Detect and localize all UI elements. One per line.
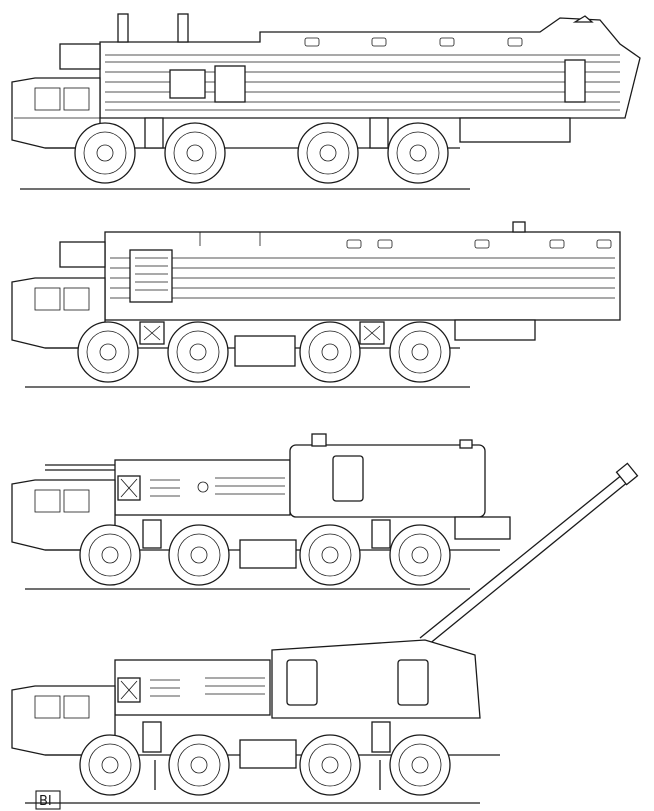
- wheel-4-2: [168, 734, 230, 796]
- wheel-3-1: [79, 524, 141, 586]
- wheel-4-4: [389, 734, 451, 796]
- wheel-3-3: [299, 524, 361, 586]
- vehicle-3: [11, 433, 511, 590]
- wheel-3-4: [389, 524, 451, 586]
- vehicle-2: [11, 221, 621, 388]
- wheel-2-1: [77, 321, 139, 383]
- wheel-1-2: [164, 122, 226, 184]
- wheel-2-2: [167, 321, 229, 383]
- signature-text: ВI: [39, 794, 52, 809]
- wheel-2-4: [389, 321, 451, 383]
- wheel-2-3: [299, 321, 361, 383]
- wheel-4-1: [79, 734, 141, 796]
- vehicle-1: [11, 13, 641, 190]
- wheel-3-2: [168, 524, 230, 586]
- wheel-4-3: [299, 734, 361, 796]
- wheel-1-4: [387, 122, 449, 184]
- vehicle-4: [11, 462, 639, 804]
- wheel-1-1: [74, 122, 136, 184]
- signature-stamp: ВI: [35, 790, 61, 810]
- wheel-1-3: [297, 122, 359, 184]
